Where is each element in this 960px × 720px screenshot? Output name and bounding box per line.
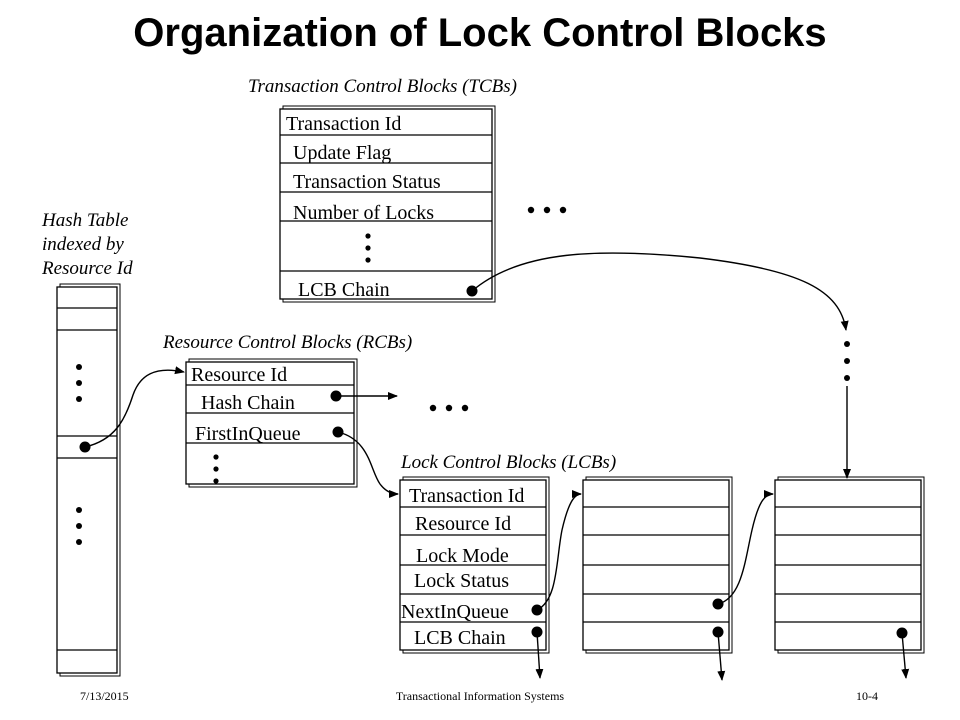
rcb-box xyxy=(185,361,355,485)
hash-table-label-line-3: Resource Id xyxy=(41,258,133,279)
rcb-vertical-ellipsis xyxy=(213,454,219,484)
footer-page-number: 10-4 xyxy=(856,689,878,703)
tcb-vertical-ellipsis xyxy=(365,233,371,263)
footer-course: Transactional Information Systems xyxy=(396,689,565,703)
tcb-box xyxy=(279,108,493,300)
lcb-field-lock-status: Lock Status xyxy=(414,570,509,592)
hash-table-label-line-2: indexed by xyxy=(42,234,124,255)
tcb-group: Transaction Control Blocks (TCBs) Transa… xyxy=(248,76,567,303)
hash-to-rcb-arrow xyxy=(84,366,185,448)
tcb-horizontal-ellipsis xyxy=(527,206,567,214)
footer-date: 7/13/2015 xyxy=(80,689,129,703)
tcb-field-lcb-chain: LCB Chain xyxy=(298,279,390,301)
tcb-heading: Transaction Control Blocks (TCBs) xyxy=(248,76,517,97)
hash-table-box xyxy=(56,286,118,674)
rcb-heading: Resource Control Blocks (RCBs) xyxy=(162,332,412,353)
lcb-block-1: Transaction Id Resource Id Lock Mode Loc… xyxy=(399,476,550,654)
rcb-field-hash-chain: Hash Chain xyxy=(201,392,295,414)
lcb-field-lock-mode: Lock Mode xyxy=(416,545,509,567)
lcb-field-next-in-queue: NextInQueue xyxy=(401,601,509,623)
pointer-arrows xyxy=(84,252,910,681)
hash-table-ellipsis-bottom xyxy=(76,507,82,545)
lcb1-next-in-queue-arrow xyxy=(536,490,582,611)
hash-table-group: Hash Table indexed by Resource Id xyxy=(41,210,133,677)
tcb-field-number-of-locks: Number of Locks xyxy=(293,202,434,224)
tcb-field-update-flag: Update Flag xyxy=(293,142,391,164)
lcb-field-transaction-id: Transaction Id xyxy=(409,485,524,507)
lcb2-chain-out-arrow xyxy=(717,631,726,681)
hash-table-ellipsis-top xyxy=(76,364,82,402)
tcb-field-transaction-status: Transaction Status xyxy=(293,171,441,193)
rcb-field-resource-id: Resource Id xyxy=(191,364,287,386)
footer: 7/13/2015 Transactional Information Syst… xyxy=(80,689,878,703)
lcb-block-2 xyxy=(582,476,733,654)
rcb-group: Resource Control Blocks (RCBs) Resource … xyxy=(162,332,469,488)
lcb-group: Lock Control Blocks (LCBs) Transaction I… xyxy=(399,452,925,654)
tcb-field-transaction-id: Transaction Id xyxy=(286,113,401,135)
lcb-heading: Lock Control Blocks (LCBs) xyxy=(400,452,616,473)
lcb3-chain-out-arrow xyxy=(901,632,910,679)
rcb-field-first-in-queue: FirstInQueue xyxy=(195,423,301,445)
lcb-block-3 xyxy=(774,476,925,654)
lcb-field-resource-id: Resource Id xyxy=(415,513,511,535)
lcb-field-lcb-chain: LCB Chain xyxy=(414,627,506,649)
lcb1-chain-out-arrow xyxy=(535,631,544,679)
page-title: Organization of Lock Control Blocks xyxy=(133,11,826,55)
rcb-first-in-queue-arrow xyxy=(337,431,399,498)
tcb-lcb-chain-arrow xyxy=(471,252,849,331)
tcb-chain-vertical-ellipsis xyxy=(844,341,850,381)
rcb-horizontal-ellipsis xyxy=(429,404,469,412)
lcb2-next-in-queue-arrow xyxy=(717,490,774,605)
hash-table-label-line-1: Hash Table xyxy=(41,210,128,231)
